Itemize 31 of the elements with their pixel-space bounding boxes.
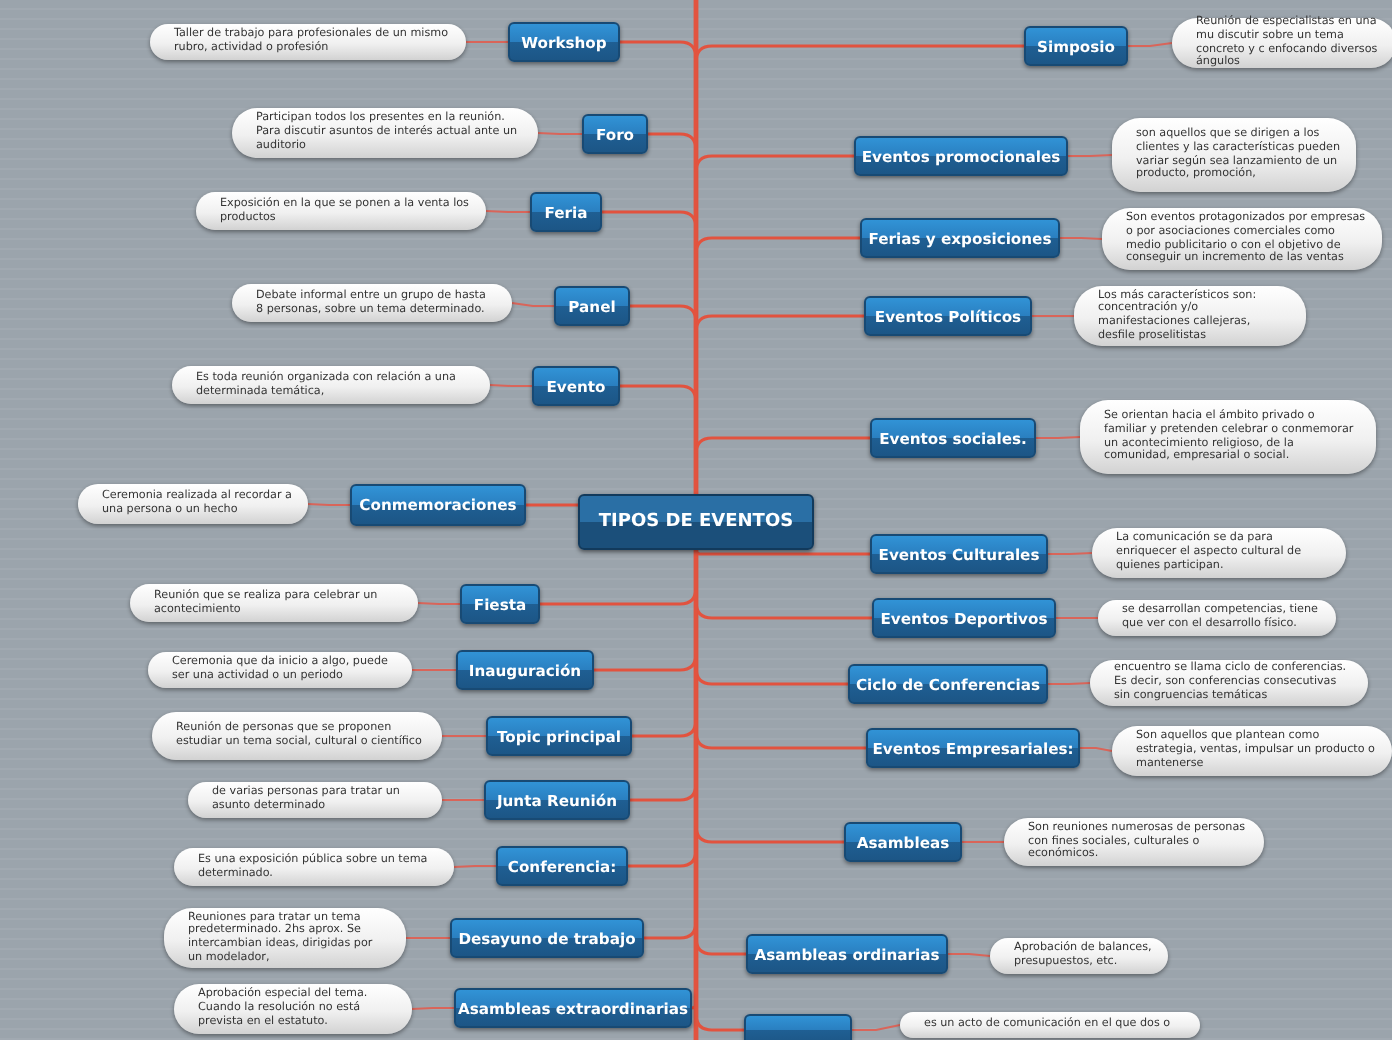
connector-line	[489, 384, 533, 387]
connector-line	[307, 503, 351, 506]
central-topic: TIPOS DE EVENTOS	[578, 494, 814, 550]
connector-line	[1067, 154, 1113, 157]
connector-line	[485, 210, 531, 213]
connector-line	[411, 1007, 455, 1010]
connector-line	[1059, 237, 1103, 240]
connector-line	[465, 41, 509, 43]
connector-line	[1035, 436, 1081, 439]
connector-line	[1127, 42, 1173, 47]
connector-line	[1055, 617, 1099, 619]
connector-line	[1047, 552, 1093, 555]
connector-line	[851, 1024, 901, 1031]
connector-line	[947, 953, 991, 957]
connector-line	[1047, 682, 1091, 685]
connector-line	[694, 548, 870, 556]
connector-line	[417, 602, 461, 605]
connector-line	[441, 735, 487, 737]
connector-line	[526, 503, 578, 507]
connector-line	[694, 436, 870, 494]
connector-line	[511, 302, 555, 307]
connector-line	[411, 669, 457, 671]
connector-line	[694, 550, 744, 1032]
connector-line	[961, 841, 1005, 843]
topic-box	[744, 1014, 852, 1040]
connector-line	[441, 799, 485, 801]
connector-line	[405, 937, 451, 939]
connector-line	[1031, 315, 1075, 317]
connector-line	[537, 132, 583, 135]
connector-line	[1079, 747, 1113, 752]
connector-line	[453, 865, 497, 868]
